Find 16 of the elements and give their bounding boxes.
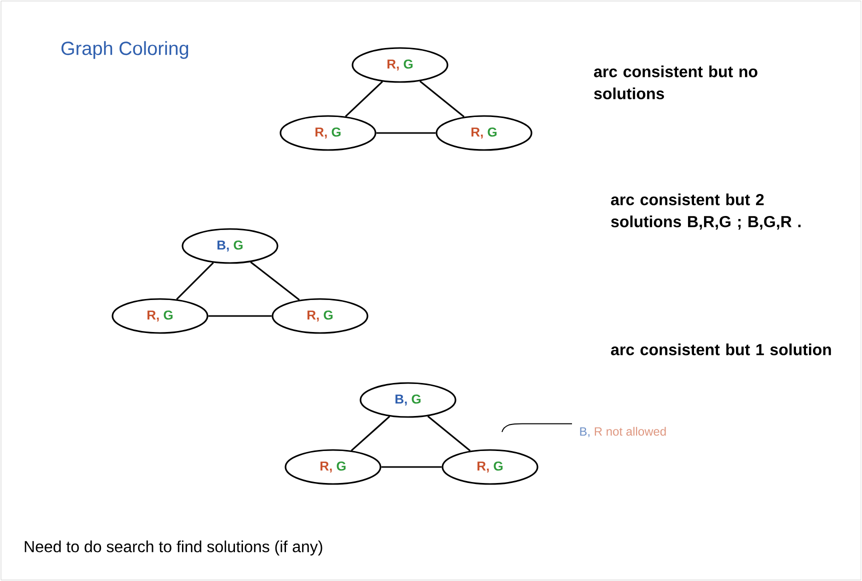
graph-edge [176, 262, 214, 300]
graph-edge [420, 80, 464, 118]
graph-edge [381, 466, 442, 468]
graph-edge [345, 81, 383, 117]
footer-note: Need to do search to find solutions (if any) [24, 540, 322, 556]
graph-edge [208, 315, 272, 317]
title: Graph Coloring [62, 41, 188, 59]
graph-edge [250, 261, 300, 301]
leader-line [502, 423, 572, 432]
graph-edge [350, 416, 390, 452]
graph-edge [376, 132, 436, 134]
description-text: arc consistent but 1 solution [611, 344, 831, 356]
description-text: arc consistent but no solutions [594, 66, 758, 100]
graph-edge [427, 416, 471, 452]
annotation-text: B, R not allowed [580, 426, 666, 438]
description-text: arc consistent but 2 solutions B,R,G ; B,G,R . [611, 194, 801, 230]
